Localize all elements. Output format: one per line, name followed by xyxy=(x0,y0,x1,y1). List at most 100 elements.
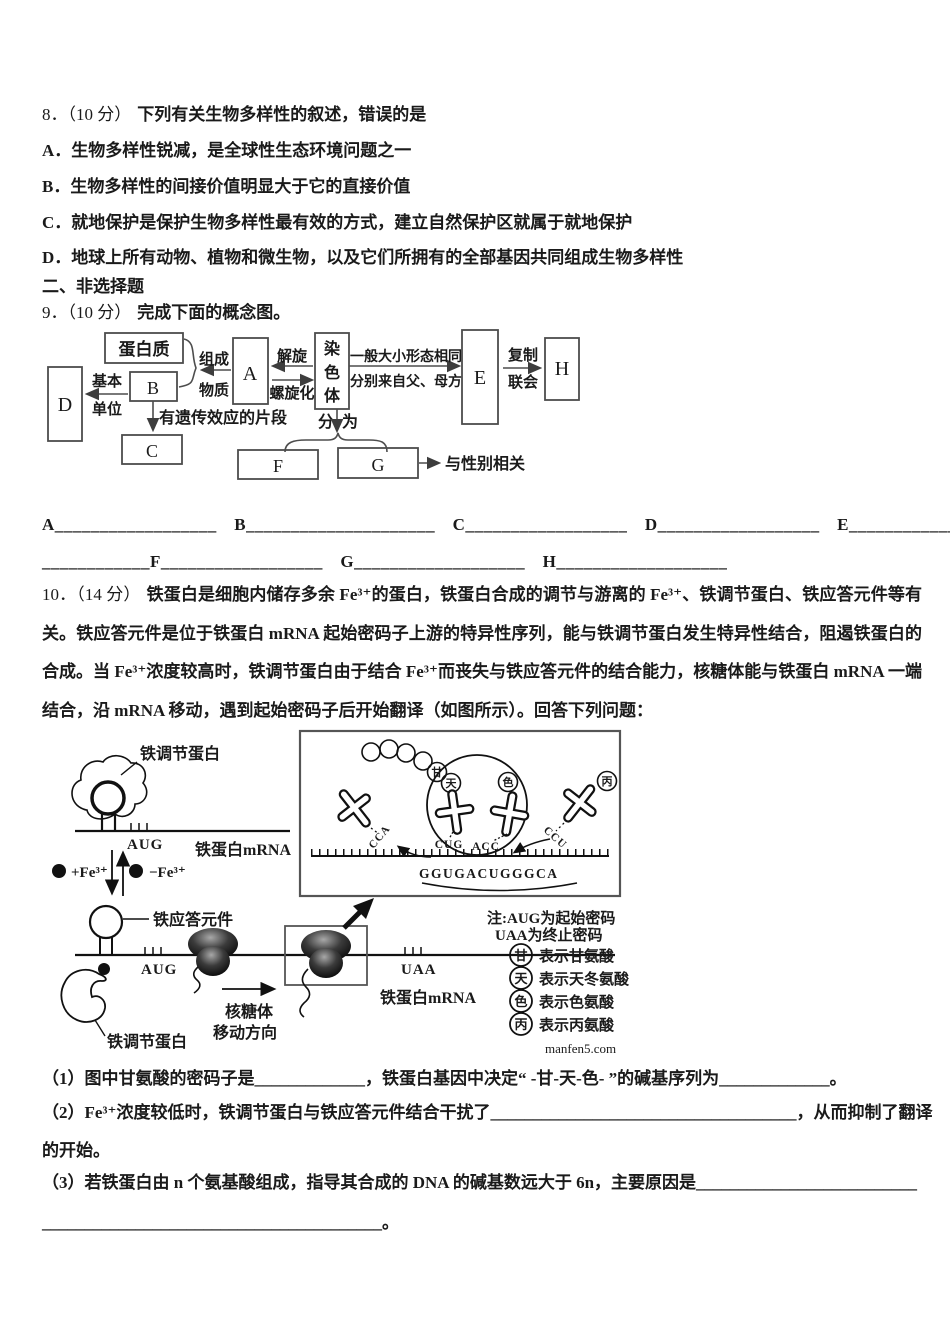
sex-related-label: 与性别相关 xyxy=(445,454,525,473)
box-g-label: G xyxy=(372,455,385,475)
irp-top-label: 铁调节蛋白 xyxy=(140,744,220,763)
svg-text:表示丙氨酸: 表示丙氨酸 xyxy=(539,1016,615,1034)
from-parents-label: 分别来自父、母方 xyxy=(350,373,462,390)
protein-label: 蛋白质 xyxy=(119,339,170,359)
ire-label: 铁应答元件 xyxy=(153,910,233,929)
legend-tian-circle xyxy=(509,966,533,990)
concept-map-diagram: 蛋白质 组成 物质 A 解旋 螺旋化 染 色 体 一般大小形态相同 分别来自父、… xyxy=(47,329,580,480)
split-label-right: 为 xyxy=(342,412,358,431)
acc-label: ACC xyxy=(472,841,500,853)
gan-circle xyxy=(426,761,448,783)
basic-label-top: 基本 xyxy=(91,372,122,390)
question-8-option-b: B．生物多样性的间接价值明显大于它的直接价值 xyxy=(42,177,411,196)
arriving-arrow xyxy=(512,838,551,854)
irp-bottom-label: 铁调节蛋白 xyxy=(107,1032,187,1051)
cug-label: CUG xyxy=(435,839,464,851)
fe-dot-minus xyxy=(129,864,143,878)
box-f-label: F xyxy=(273,456,283,476)
brace-protein-b xyxy=(178,338,197,388)
peptide-circle-3 xyxy=(396,743,416,763)
legend-row-trp: 色 表示色氨酸 xyxy=(509,989,615,1013)
question-9-stem: 9．（10 分）完成下面的概念图。 xyxy=(42,303,291,322)
split-brace xyxy=(284,432,388,453)
bing-char: 丙 xyxy=(602,775,613,788)
box-d-label: D xyxy=(58,394,72,416)
question-10-stem: 10．（14 分）铁蛋白是细胞内储存多余 Fe³⁺的蛋白，铁蛋白合成的调节与游离… xyxy=(42,585,922,720)
q10-sub-2-cont: 的开始。 xyxy=(42,1141,110,1160)
ribosome-2-peptide xyxy=(299,968,311,1018)
irp-bottom-pointer xyxy=(94,1019,106,1037)
q9-blanks-line-1: A__________________ B___________________… xyxy=(42,515,950,534)
irp-blob xyxy=(71,754,148,820)
box-h xyxy=(544,337,580,401)
box-c xyxy=(121,434,183,465)
same-size-label: 一般大小形态相同 xyxy=(350,348,462,365)
zoom-box xyxy=(284,925,368,986)
stem-loop-bottom xyxy=(88,904,124,940)
basic-label-bottom: 单位 xyxy=(92,400,122,418)
zoom-arrow-head xyxy=(353,898,374,919)
ribosome-dir-label-1: 核糖体 xyxy=(225,1002,274,1021)
box-d xyxy=(47,366,83,442)
svg-text:表示色氨酸: 表示色氨酸 xyxy=(539,993,615,1011)
genetic-segment-label: 有遗传效应的片段 xyxy=(159,408,288,427)
q10-sub-3-cont: ________________________________________… xyxy=(42,1213,399,1232)
legend-row-ala: 丙 表示丙氨酸 xyxy=(509,1012,615,1036)
box-f xyxy=(237,449,319,480)
mrna-top-label: 铁蛋白mRNA xyxy=(195,840,291,859)
ferritin-diagram: 铁调节蛋白 AUG 铁蛋白mRNA +Fe³⁺ −Fe³⁺ 铁应答元件 xyxy=(52,729,630,1056)
irp-fe-dot xyxy=(98,963,110,975)
irp-released-shape xyxy=(60,968,107,1023)
chromosome-box xyxy=(314,332,350,410)
fe-dot-plus xyxy=(52,864,66,878)
chromosome-char-2: 色 xyxy=(324,363,340,382)
departing-arrow xyxy=(396,845,432,858)
figure-notes: 注:AUG为起始密码 UAA为终止密码 甘 表示甘氨酸 天 表示天冬氨酸 色 表… xyxy=(487,909,630,1056)
se-circle xyxy=(497,771,519,793)
question-8-option-d: D．地球上所有动物、植物和微生物，以及它们所拥有的全部基因共同组成生物多样性 xyxy=(42,248,684,267)
replicate-label: 复制 xyxy=(507,346,538,364)
ribosome-2 xyxy=(301,930,351,978)
box-b-label: B xyxy=(147,378,159,398)
tian-char: 天 xyxy=(446,777,458,790)
zoom-arrow-shaft xyxy=(342,909,363,930)
svg-text:甘: 甘 xyxy=(514,948,527,963)
coil-label: 螺旋化 xyxy=(269,384,314,402)
box-a-label: A xyxy=(243,363,258,385)
legend-gan-circle xyxy=(509,943,533,967)
se-char: 色 xyxy=(503,775,514,789)
compose-label-top: 组成 xyxy=(199,350,229,368)
box-e xyxy=(461,329,499,425)
unwind-label: 解旋 xyxy=(277,347,308,365)
box-a xyxy=(232,337,269,405)
section-2-header: 二、非选择题 xyxy=(42,277,144,296)
synapsis-label: 联会 xyxy=(508,373,538,391)
split-label-left: 分 xyxy=(318,413,334,431)
inset-underline-curve xyxy=(421,882,578,892)
inset-mrna-seq: GGUGACUGGGCA xyxy=(419,866,559,881)
question-8-stem: 8．（10 分）下列有关生物多样性的叙述，错误的是 xyxy=(42,105,427,124)
ribosome-dir-label-2: 移动方向 xyxy=(213,1023,277,1042)
box-g xyxy=(337,447,419,479)
peptide-circle-4 xyxy=(413,751,433,771)
box-c-label: C xyxy=(146,441,158,461)
note-line-1: 注:AUG为起始密码 xyxy=(487,909,615,927)
ribosome-1-peptide xyxy=(192,966,201,994)
legend-bing-circle xyxy=(509,1012,533,1036)
stem-loop-top xyxy=(90,780,126,816)
q10-sub-1: （1）图中甘氨酸的密码子是_____________，铁蛋白基因中决定“ -甘-… xyxy=(42,1069,847,1088)
svg-text:色: 色 xyxy=(514,994,527,1009)
irp-bound-state: 铁调节蛋白 AUG 铁蛋白mRNA xyxy=(71,744,291,859)
box-e-label: E xyxy=(474,367,486,389)
svg-text:丙: 丙 xyxy=(514,1017,527,1032)
question-8-option-c: C．就地保护是保护生物多样性最有效的方式，建立自然保护区就属于就地保护 xyxy=(42,213,633,232)
svg-text:表示天冬氨酸: 表示天冬氨酸 xyxy=(539,970,630,988)
question-10-number: 10．（14 分） xyxy=(42,585,141,604)
svg-text:天: 天 xyxy=(514,971,528,986)
legend-se-circle xyxy=(509,989,533,1013)
svg-text:表示甘氨酸: 表示甘氨酸 xyxy=(539,947,615,965)
ccu-dashes xyxy=(555,822,565,832)
irp-label-pointer xyxy=(120,761,138,776)
compose-label-bottom: 物质 xyxy=(199,381,229,399)
minus-fe-label: −Fe³⁺ xyxy=(149,865,186,881)
